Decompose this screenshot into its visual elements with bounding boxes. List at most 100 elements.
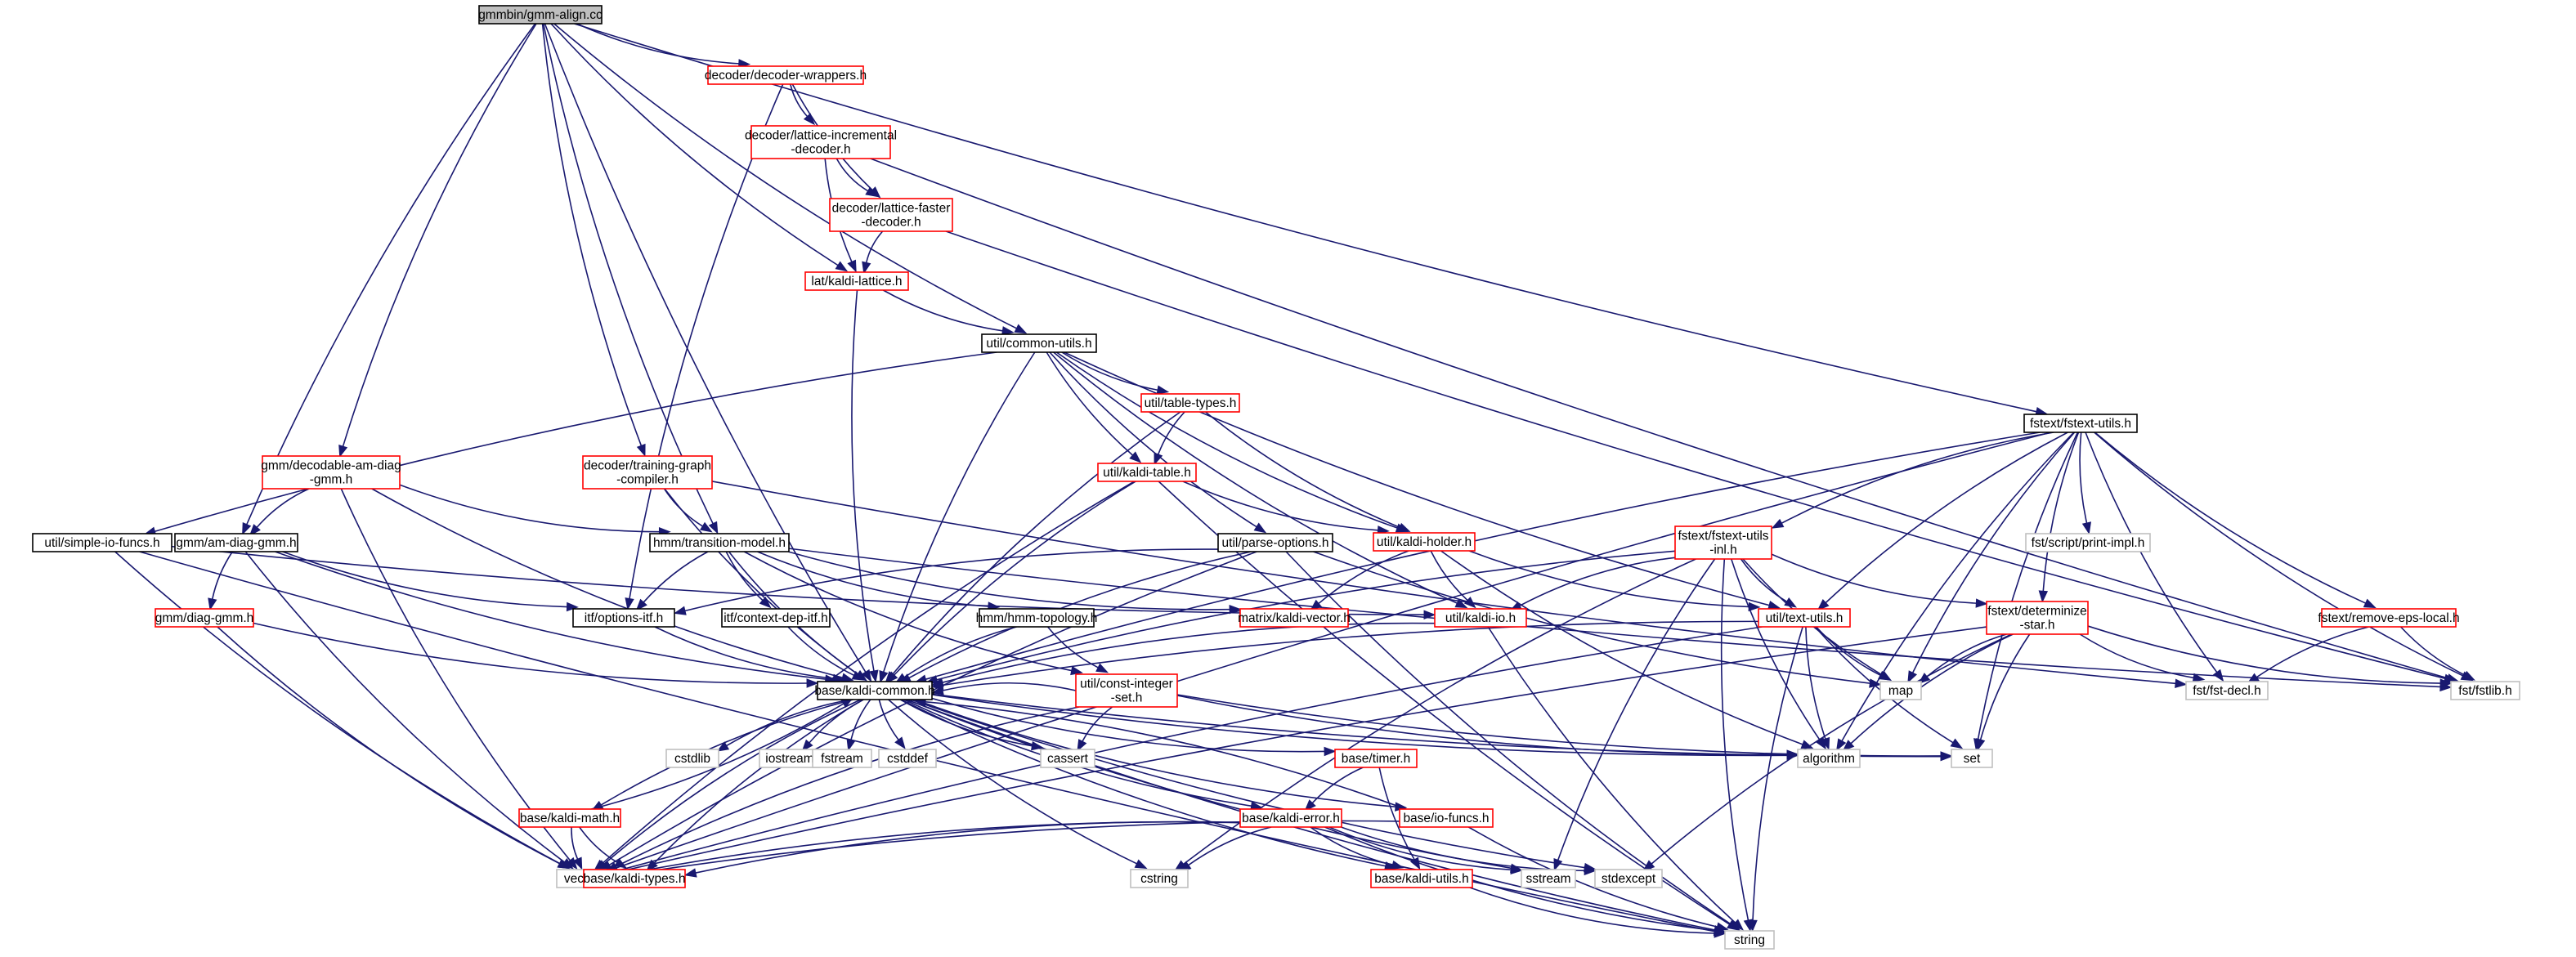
node-label: fst/script/print-impl.h: [2032, 536, 2145, 550]
node-options-itf[interactable]: itf/options-itf.h: [572, 608, 675, 628]
edge-line: [1053, 351, 1458, 604]
edge-line: [757, 551, 989, 607]
edge-arrowhead: [1907, 670, 1918, 684]
edge-line: [908, 551, 1252, 679]
edge-line: [542, 23, 714, 525]
node-lat-incr[interactable]: decoder/lattice-incremental-decoder.h: [745, 125, 897, 159]
edge-arrowhead: [1714, 928, 1727, 938]
edge-line: [1519, 557, 1676, 606]
node-label: stdexcept: [1602, 872, 1656, 886]
edge-kaldi_table-to-kaldi_common: [885, 481, 1136, 684]
edge-line: [1720, 558, 1749, 921]
edge-line: [936, 550, 1676, 681]
node-box: [32, 533, 172, 552]
edge-arrowhead: [614, 857, 628, 869]
edge-line: [925, 432, 2041, 680]
node-kaldi-holder[interactable]: util/kaldi-holder.h: [1373, 532, 1476, 552]
node-io-funcs[interactable]: base/io-funcs.h: [1399, 808, 1494, 828]
edge-gmm_align-to-am_diag: [242, 23, 536, 535]
node-training-graph[interactable]: decoder/training-graph-compiler.h: [582, 455, 713, 490]
edge-line: [217, 626, 560, 865]
node-fst-decl: fst/fst-decl.h: [2185, 681, 2269, 700]
edge-kaldi_common-to-cstddef: [878, 699, 906, 749]
node-fstext-inl[interactable]: fstext/fstext-utils-inl.h: [1674, 525, 1772, 560]
node-label: base/io-funcs.h: [1403, 812, 1489, 825]
edge-fstext_utils-to-determinize: [2038, 432, 2080, 603]
edge-kaldi_holder-to-text_utils: [1468, 550, 1761, 612]
node-kaldi-utils[interactable]: base/kaldi-utils.h: [1370, 869, 1473, 888]
node-box: [1217, 533, 1333, 552]
node-kaldi-table[interactable]: util/kaldi-table.h: [1097, 463, 1197, 482]
node-remove-eps[interactable]: fstext/remove-eps-local.h: [2318, 608, 2460, 628]
edge-fstext_inl-to-determinize: [1771, 553, 1988, 608]
edge-common_utils-to-table_types: [1061, 351, 1170, 395]
node-label: fst/fstlib.h: [2458, 684, 2511, 698]
edge-fstext_utils-to-fstext_inl: [1771, 432, 2054, 529]
node-context-dep[interactable]: itf/context-dep-itf.h: [721, 608, 831, 628]
edge-arrowhead: [1397, 522, 1411, 532]
node-text-utils[interactable]: util/text-utils.h: [1758, 608, 1851, 628]
edge-arrowhead: [846, 738, 856, 752]
edge-fstext_inl-to-sstream: [1553, 558, 1716, 872]
node-box: [1239, 808, 1342, 828]
edge-line: [541, 23, 643, 446]
edge-remove_eps-to-fstlib: [2399, 626, 2475, 681]
edge-arrowhead: [208, 597, 217, 611]
edge-fstext_utils-to-text_utils: [1817, 432, 2068, 611]
edge-arrowhead: [1095, 663, 1109, 673]
edge-line: [2256, 626, 2369, 678]
edge-line: [114, 551, 561, 865]
node-label: fstext/remove-eps-local.h: [2318, 611, 2459, 625]
node-common-utils[interactable]: util/common-utils.h: [981, 333, 1097, 353]
node-box: [2025, 533, 2151, 552]
edge-arrowhead: [1748, 919, 1758, 932]
edge-common_utils-to-kaldi_common: [879, 351, 1036, 683]
edge-line: [399, 484, 660, 533]
edge-arrowhead: [862, 261, 871, 275]
node-kaldi-vector[interactable]: matrix/kaldi-vector.h: [1238, 608, 1351, 628]
edge-line: [882, 351, 1036, 673]
edge-line: [789, 83, 809, 118]
node-hmm-topo[interactable]: hmm/hmm-topology.h: [976, 608, 1098, 628]
edge-line: [1318, 550, 1409, 605]
edge-arrowhead: [1975, 598, 1988, 608]
node-am-diag[interactable]: gmm/am-diag-gmm.h: [174, 533, 298, 552]
node-diag-gmm[interactable]: gmm/diag-gmm.h: [155, 608, 254, 628]
edge-lat_incr-to-lat_faster: [836, 158, 878, 198]
node-map: map: [1879, 681, 1922, 700]
node-kaldi-error[interactable]: base/kaldi-error.h: [1239, 808, 1342, 828]
node-label: matrix/kaldi-vector.h: [1238, 611, 1351, 625]
node-const-int[interactable]: util/const-integer-set.h: [1075, 673, 1178, 708]
node-determinize[interactable]: fstext/determinize-star.h: [1986, 601, 2089, 635]
node-lat-faster[interactable]: decoder/lattice-faster-decoder.h: [829, 198, 953, 232]
node-gmm-align[interactable]: gmmbin/gmm-align.cc: [478, 5, 603, 25]
node-box: [804, 271, 909, 291]
node-parse-options[interactable]: util/parse-options.h: [1217, 533, 1333, 552]
node-dec-wrappers[interactable]: decoder/decoder-wrappers.h: [705, 65, 867, 85]
node-timer[interactable]: base/timer.h: [1334, 749, 1418, 768]
node-kaldi-common[interactable]: base/kaldi-common.h: [814, 681, 935, 700]
edge-simple_io-to-kaldi_io: [171, 545, 1436, 619]
node-fstext-utils[interactable]: fstext/fstext-utils.h: [2023, 414, 2138, 433]
edge-text_utils-to-map: [1815, 626, 1891, 681]
edge-line: [888, 699, 1137, 865]
edge-line: [1049, 351, 1257, 528]
edge-line: [1046, 351, 1134, 456]
node-kaldi-math[interactable]: base/kaldi-math.h: [518, 808, 621, 828]
node-kaldi-io[interactable]: util/kaldi-io.h: [1434, 608, 1527, 628]
edge-determinize-to-fstlib: [2087, 625, 2453, 688]
edge-line: [1469, 887, 1715, 934]
node-kaldi-types[interactable]: base/kaldi-types.h: [583, 869, 686, 888]
edge-line: [2079, 432, 2088, 524]
node-table-types[interactable]: util/table-types.h: [1140, 393, 1240, 413]
node-simple-io[interactable]: util/simple-io-funcs.h: [32, 533, 172, 552]
edge-arrowhead: [801, 739, 813, 752]
node-kaldi-lattice[interactable]: lat/kaldi-lattice.h: [804, 271, 909, 291]
edge-arrowhead: [1391, 860, 1404, 870]
node-transition[interactable]: hmm/transition-model.h: [649, 533, 790, 552]
edge-line: [850, 699, 871, 740]
edge-line: [1841, 432, 2075, 741]
node-decodable[interactable]: gmm/decodable-am-diag-gmm.h: [261, 455, 401, 490]
edge-parse_options-to-options_itf: [673, 548, 1219, 615]
node-label: decoder/lattice-faster: [832, 202, 951, 216]
